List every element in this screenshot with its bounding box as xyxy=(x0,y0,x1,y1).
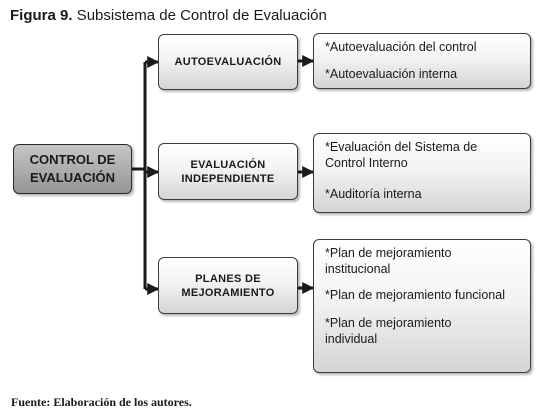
list-item-line: *Autoevaluación interna xyxy=(325,67,458,81)
list-item-line: Control Interno xyxy=(325,156,408,170)
node-planes-de-mejoramiento: PLANES DE MEJORAMIENTO xyxy=(158,257,298,314)
list-item-line: *Auditoría interna xyxy=(325,187,422,201)
figure-title-text: Subsistema de Control de Evaluación xyxy=(76,7,327,24)
details-evaluacion-independiente: *Evaluación del Sistema de Control Inter… xyxy=(313,133,531,213)
list-item: *Evaluación del Sistema de Control Inter… xyxy=(325,139,520,171)
root-node-line-1: CONTROL DE xyxy=(29,152,116,167)
list-item-line: institucional xyxy=(325,262,391,276)
list-item: *Plan de mejoramiento funcional xyxy=(325,287,520,303)
node-evaluacion-independiente-line-1: EVALUACIÓN xyxy=(190,158,266,171)
list-item-line: *Plan de mejoramiento xyxy=(325,316,452,330)
node-planes-line-2: MEJORAMIENTO xyxy=(181,286,275,299)
node-evaluacion-independiente: EVALUACIÓN INDEPENDIENTE xyxy=(158,143,298,200)
list-item-line: *Plan de mejoramiento funcional xyxy=(325,288,505,302)
list-item: *Autoevaluación interna xyxy=(325,66,520,82)
node-autoevaluacion-label: AUTOEVALUACIÓN xyxy=(174,56,282,68)
list-item: *Auditoría interna xyxy=(325,186,520,202)
list-item-line: individual xyxy=(325,332,378,346)
list-item-line: *Evaluación del Sistema de xyxy=(325,140,478,154)
details-autoevaluacion: *Autoevaluación del control *Autoevaluac… xyxy=(313,33,531,89)
list-item-line: *Autoevaluación del control xyxy=(325,40,477,54)
figure-label: Figura 9. xyxy=(10,7,73,24)
details-planes-de-mejoramiento: *Plan de mejoramiento institucional *Pla… xyxy=(313,239,531,373)
root-node-line-2: EVALUACIÓN xyxy=(30,170,115,185)
node-evaluacion-independiente-line-2: INDEPENDIENTE xyxy=(181,172,275,185)
root-node-control-de-evaluacion: CONTROL DE EVALUACIÓN xyxy=(13,144,132,194)
source-caption: Fuente: Elaboración de los autores. xyxy=(11,395,192,409)
list-item-line: *Plan de mejoramiento xyxy=(325,246,452,260)
list-item: *Plan de mejoramiento individual xyxy=(325,315,520,347)
figure-title: Figura 9. Subsistema de Control de Evalu… xyxy=(10,7,327,24)
list-item: *Autoevaluación del control xyxy=(325,39,520,55)
node-planes-line-1: PLANES DE xyxy=(195,272,261,285)
list-item: *Plan de mejoramiento institucional xyxy=(325,245,520,277)
node-autoevaluacion: AUTOEVALUACIÓN xyxy=(158,34,298,90)
